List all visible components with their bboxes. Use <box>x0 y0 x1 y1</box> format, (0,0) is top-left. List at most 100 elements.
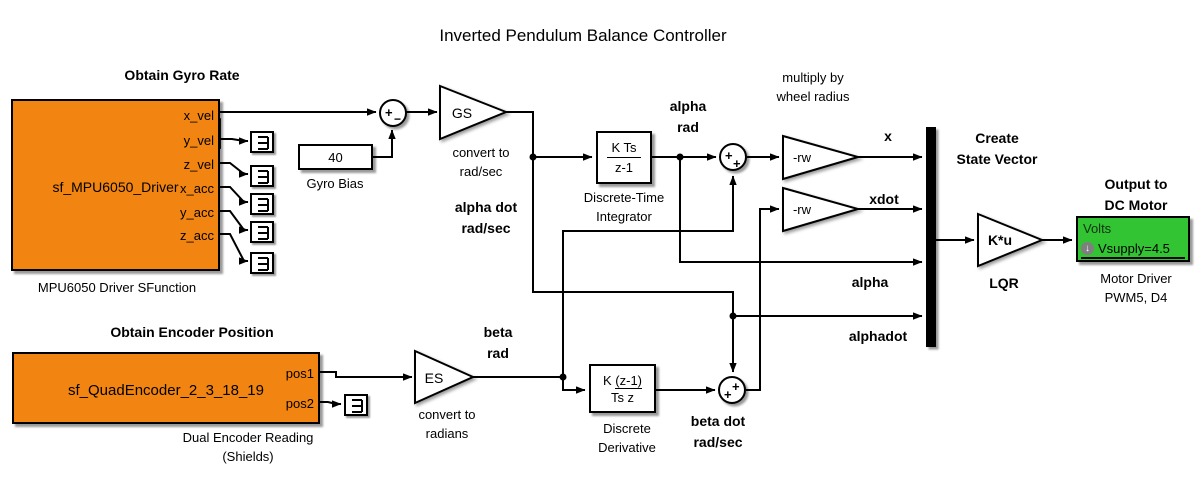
motor-driver-caption-line1: Motor Driver <box>1100 271 1172 286</box>
x-signal-label: x <box>884 128 892 144</box>
rw-bottom-label: -rw <box>792 202 812 217</box>
wire-zacc-term <box>220 233 249 265</box>
wire-yvel-term <box>220 137 249 145</box>
encoder-block-name: sf_QuadEncoder_2_3_18_19 <box>68 382 264 399</box>
gain-gs[interactable] <box>439 84 509 141</box>
rw-top-label: -rw <box>792 150 812 165</box>
port-label-pos1: pos1 <box>285 366 314 381</box>
fraction-line <box>607 157 641 158</box>
branch-dot <box>529 153 537 161</box>
gs-caption-line2: rad/sec <box>459 164 503 179</box>
encoder-section-heading: Obtain Encoder Position <box>110 324 274 340</box>
mpu6050-caption: MPU6050 Driver SFunction <box>37 280 197 295</box>
terminator-icon <box>258 226 269 240</box>
derivative-caption: Discrete Derivative <box>598 419 656 457</box>
wire-gs-branch <box>506 111 534 157</box>
create-state-vector-line2: State Vector <box>956 151 1038 167</box>
sum-alphadot-betadot[interactable]: + + <box>718 376 746 404</box>
lqr-caption: LQR <box>989 275 1019 291</box>
alpha-rad-line1: alpha <box>669 98 707 114</box>
diagram-title: Inverted Pendulum Balance Controller <box>439 26 727 45</box>
wire-yacc-term <box>220 210 249 234</box>
vsupply-annotation: Vsupply=4.5 <box>1098 241 1170 256</box>
xdot-signal-label: xdot <box>869 191 899 207</box>
discrete-time-integrator-block[interactable]: K Ts z-1 <box>596 131 652 184</box>
es-caption-line1: convert to <box>418 407 476 422</box>
integrator-equation: K Ts z-1 <box>598 133 650 182</box>
terminator-icon <box>258 257 269 271</box>
lqr-gain-label: K*u <box>987 232 1013 248</box>
integrator-numerator: K Ts <box>611 140 637 155</box>
alpha-rad-line2: rad <box>677 119 699 135</box>
encoder-caption-line1: Dual Encoder Reading <box>182 430 314 445</box>
terminator-block[interactable] <box>344 394 368 416</box>
beta-rad-line1: beta <box>483 324 513 340</box>
integrator-caption-line2: Integrator <box>596 209 652 224</box>
port-label-pos2: pos2 <box>285 396 314 411</box>
vsupply-annotation-row: ↓ Vsupply=4.5 <box>1081 241 1185 259</box>
derivative-z-term: (z-1) <box>615 372 642 389</box>
port-label-x_acc: x_acc <box>180 181 214 196</box>
beta-dot-line1: beta dot <box>690 413 746 429</box>
wire-xacc-term <box>220 186 249 206</box>
alpha-rad-signal-label: alpha rad <box>670 96 707 138</box>
motor-driver-caption: Motor Driver PWM5, D4 <box>1100 269 1172 307</box>
integrator-caption-line1: Discrete-Time <box>583 190 665 205</box>
wheel-radius-caption: multiply by wheel radius <box>777 68 850 106</box>
port-label-x_vel: x_vel <box>183 108 214 123</box>
mpu6050-block-name: sf_MPU6050_Driver <box>52 179 179 195</box>
terminator-icon <box>352 399 363 413</box>
terminator-block[interactable] <box>250 165 274 187</box>
derivative-k: K <box>602 372 612 388</box>
sum-sign-minus: − <box>394 112 402 126</box>
beta-rad-signal-label: beta rad <box>484 322 513 364</box>
port-label-y_acc: y_acc <box>180 205 214 220</box>
terminator-icon <box>258 136 269 150</box>
alpha-dot-signal-label: alpha dot rad/sec <box>455 197 517 239</box>
es-caption: convert to radians <box>418 405 475 443</box>
terminator-block[interactable] <box>250 131 274 153</box>
gyro-bias-constant[interactable]: 40 <box>298 144 373 170</box>
mux-block[interactable] <box>926 127 936 347</box>
branch-dot <box>559 373 567 381</box>
gyro-section-heading: Obtain Gyro Rate <box>124 67 240 83</box>
alpha-dot-line1: alpha dot <box>454 199 518 215</box>
wheel-radius-line2: wheel radius <box>776 89 850 104</box>
discrete-derivative-block[interactable]: K (z-1) Ts z <box>589 364 656 413</box>
port-label-z_vel: z_vel <box>183 157 214 172</box>
quad-encoder-sfunction-block[interactable]: sf_QuadEncoder_2_3_18_19 pos1 pos2 <box>12 352 320 424</box>
sum-sign-plus: + <box>724 387 732 402</box>
terminator-block[interactable] <box>250 252 274 274</box>
derivative-caption-line1: Discrete <box>603 421 651 436</box>
derivative-denominator: Ts z <box>610 389 635 405</box>
motor-driver-block[interactable]: Volts ↓ Vsupply=4.5 <box>1076 216 1190 262</box>
output-dc-motor-line2: DC Motor <box>1104 197 1168 213</box>
down-arrow-badge-icon: ↓ <box>1081 242 1094 255</box>
integrator-caption: Discrete-Time Integrator <box>584 188 664 226</box>
sum-alpha-beta[interactable]: + + <box>719 143 747 171</box>
wire-pos2-term <box>320 400 342 408</box>
gs-caption: convert to rad/sec <box>452 143 509 181</box>
es-gain-label: ES <box>424 370 444 386</box>
wheel-radius-line1: multiply by <box>782 70 844 85</box>
mpu6050-sfunction-block[interactable]: sf_MPU6050_Driver x_vel y_vel z_vel x_ac… <box>11 99 220 271</box>
sum-gyro-bias[interactable]: + − <box>379 99 407 127</box>
sum-sign-plus: + <box>732 379 740 394</box>
beta-dot-line2: rad/sec <box>693 434 743 450</box>
beta-dot-signal-label: beta dot rad/sec <box>691 411 745 453</box>
wire-pos1-es <box>320 371 413 381</box>
port-label-y_vel: y_vel <box>183 133 214 148</box>
terminator-block[interactable] <box>250 193 274 215</box>
sum-sign-plus: + <box>725 148 733 163</box>
alpha-signal-label: alpha <box>851 274 889 290</box>
terminator-icon <box>258 198 269 212</box>
create-state-vector-heading: Create State Vector <box>957 128 1038 170</box>
terminator-block[interactable] <box>250 221 274 243</box>
gs-gain-label: GS <box>451 105 473 121</box>
branch-dot <box>676 153 684 161</box>
derivative-numerator: K (z-1) <box>603 372 642 389</box>
derivative-caption-line2: Derivative <box>598 440 656 455</box>
wire-beta-derivative <box>562 377 586 394</box>
derivative-equation: K (z-1) Ts z <box>591 366 654 411</box>
